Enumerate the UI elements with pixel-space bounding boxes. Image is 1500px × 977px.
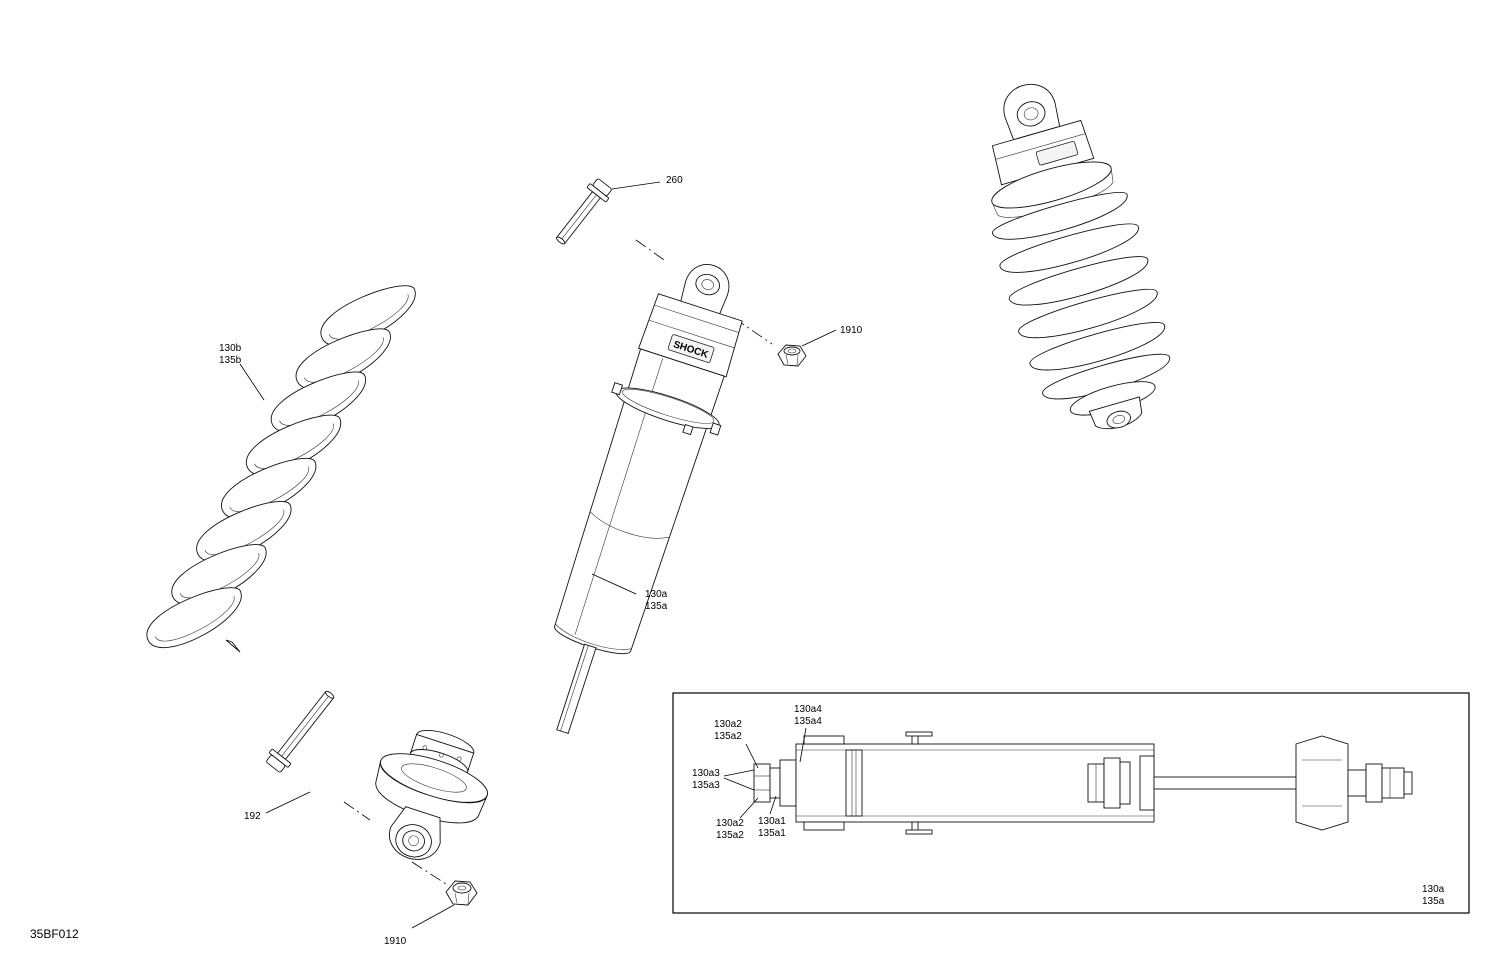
inset-label-135a2-lower: 135a2 (716, 830, 744, 841)
inset-label-130a: 130a (1422, 884, 1445, 895)
spring-coil-turn (146, 587, 242, 648)
inset-label-135a4: 135a4 (794, 716, 822, 727)
callout-260: 260 (666, 175, 683, 186)
inset-label-130a2-upper: 130a2 (714, 719, 742, 730)
inset-label-135a1: 135a1 (758, 828, 786, 839)
callout-1910-bottom: 1910 (384, 936, 407, 947)
inset-label-135a2-upper: 135a2 (714, 731, 742, 742)
assembled-shock-view (991, 84, 1170, 430)
callout-135a: 135a (645, 601, 668, 612)
lower-spring-seat[interactable] (355, 717, 502, 875)
callout-130a: 130a (645, 589, 668, 600)
section-view-inset (672, 692, 1470, 914)
inset-label-130a1: 130a1 (758, 816, 786, 827)
callout-135b: 135b (219, 355, 242, 366)
bolt-260[interactable] (550, 176, 614, 249)
inset-label-130a2-lower: 130a2 (716, 818, 744, 829)
callout-130b: 130b (219, 343, 242, 354)
bolt-192[interactable] (264, 686, 341, 775)
shock-absorber[interactable]: SHOCK (507, 248, 767, 749)
drawing-code: 35BF012 (30, 927, 79, 941)
inset-label-130a4: 130a4 (794, 704, 822, 715)
inset-label-130a3: 130a3 (692, 768, 720, 779)
callout-1910-top: 1910 (840, 325, 863, 336)
nut-1910-bottom[interactable] (445, 880, 478, 906)
coil-spring[interactable] (139, 278, 424, 656)
callout-192: 192 (244, 811, 261, 822)
nut-1910-top[interactable] (777, 344, 807, 367)
spring-end-tip (225, 639, 241, 653)
inset-label-135a: 135a (1422, 896, 1445, 907)
inset-label-135a3: 135a3 (692, 780, 720, 791)
